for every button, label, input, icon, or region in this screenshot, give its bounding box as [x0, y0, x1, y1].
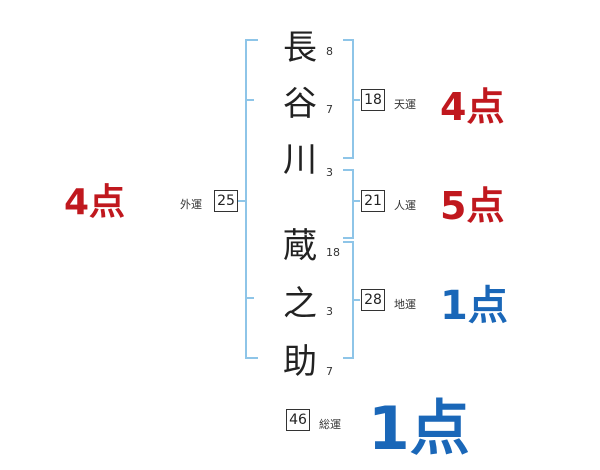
tenun-label: 天運 — [394, 98, 416, 111]
tenun-value: 18 — [361, 89, 385, 111]
name-char-5: 之 — [283, 284, 317, 324]
chiun-bracket — [343, 241, 354, 359]
name-char-6: 助 — [283, 342, 317, 382]
jinun-bracket — [343, 169, 354, 239]
name-char-1: 長 — [283, 28, 317, 68]
chiun-label: 地運 — [394, 298, 416, 311]
souun-score: 1点 — [368, 394, 470, 464]
stroke-count-2: 7 — [326, 103, 333, 116]
tenun-bracket — [343, 39, 354, 159]
stroke-count-3: 3 — [326, 166, 333, 179]
stroke-count-4: 18 — [326, 246, 340, 259]
chiun-value: 28 — [361, 289, 385, 311]
jinun-value: 21 — [361, 190, 385, 212]
tenun-score: 4点 — [440, 85, 505, 129]
stroke-count-5: 3 — [326, 305, 333, 318]
souun-label: 総運 — [319, 418, 341, 431]
stroke-count-6: 7 — [326, 365, 333, 378]
souun-value: 46 — [286, 409, 310, 431]
gaiun-score: 4点 — [64, 182, 126, 223]
gaiun-label: 外運 — [180, 198, 202, 211]
jinun-score: 5点 — [440, 184, 505, 228]
name-char-4: 蔵 — [283, 226, 317, 266]
jinun-label: 人運 — [394, 199, 416, 212]
chiun-score: 1点 — [440, 283, 508, 329]
stroke-count-1: 8 — [326, 45, 333, 58]
name-char-2: 谷 — [283, 84, 317, 124]
name-char-3: 川 — [283, 140, 317, 180]
gaiun-value: 25 — [214, 190, 238, 212]
outer-bracket-left — [245, 39, 258, 359]
